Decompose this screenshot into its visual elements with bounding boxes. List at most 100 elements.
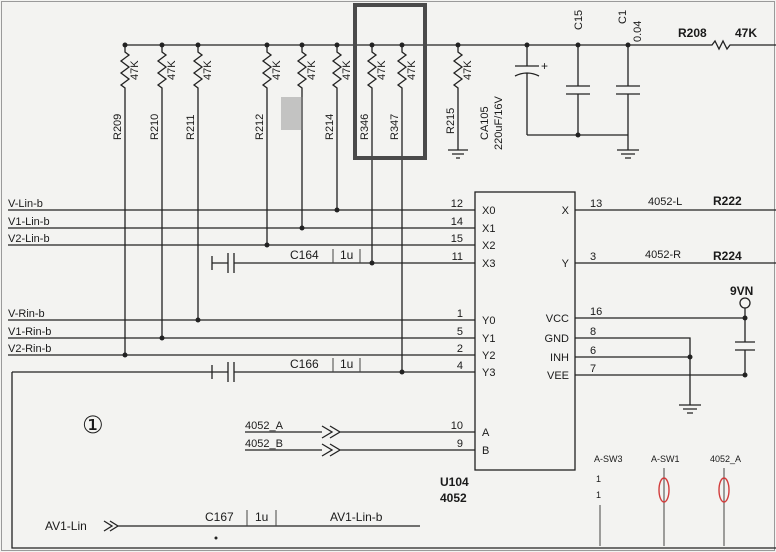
resistor-r215: 47K R215 [445, 42, 474, 159]
control-4052-b: 4052_B [245, 438, 283, 450]
ca105-ref: CA105 [479, 106, 491, 140]
pin-number-y1: 5 [457, 326, 463, 338]
left-inputs: V-Lin-b V1-Lin-b V2-Lin-b [8, 198, 475, 246]
resistor-r347: 47K R347 [389, 42, 418, 375]
power: 9VN [575, 284, 755, 414]
pin-number-gnd: 8 [590, 326, 596, 338]
resistor-value: 47K [406, 60, 418, 80]
r222-ref: R222 [713, 194, 742, 208]
resistor-symbol [261, 45, 273, 245]
resistor-ref: R215 [445, 108, 457, 134]
ground-symbol [617, 149, 639, 159]
c1-value: 0.04 [632, 21, 644, 42]
c1-symbol [616, 45, 640, 150]
c166-value: 1u [340, 357, 353, 371]
resistor-r209: 47K R209 [112, 42, 141, 358]
pin-name-x3: X3 [482, 258, 495, 270]
pin-name-y3: Y3 [482, 367, 495, 379]
junction-dot [687, 354, 693, 360]
junction-dot [524, 42, 530, 48]
resistor-value: 47K [341, 60, 353, 80]
input-v-rin-b: V-Rin-b [8, 308, 45, 320]
pin-number-inh: 6 [590, 345, 596, 357]
table-header-a-sw1: A-SW1 [651, 454, 680, 464]
pin-name-vcc: VCC [546, 313, 569, 325]
junction-dot [742, 315, 748, 321]
label-divider [332, 249, 361, 263]
ground-symbol [679, 404, 701, 414]
pin-name-x0: X0 [482, 205, 495, 217]
ca105-symbol [514, 45, 540, 135]
resistor-value: 47K [166, 60, 178, 80]
pin-name-x1: X1 [482, 223, 495, 235]
pin-number-vcc: 16 [590, 306, 602, 318]
bias-rail: R208 47K [125, 26, 776, 51]
resistor-r211: 47K R211 [185, 42, 214, 323]
pin-number-x3: 11 [452, 251, 463, 263]
resistor-symbol [452, 45, 464, 150]
r208-value: 47K [735, 26, 757, 40]
input-v-lin-b: V-Lin-b [8, 198, 43, 210]
resistor-value: 47K [376, 60, 388, 80]
r208-ref: R208 [678, 26, 707, 40]
resistor-ref: R212 [254, 114, 266, 140]
pin-name-y1: Y1 [482, 333, 495, 345]
resistor-value: 47K [462, 60, 474, 80]
highlight-box [353, 3, 427, 160]
pin-name-y2: Y2 [482, 350, 495, 362]
cap-c166: C166 1u [12, 357, 475, 382]
table-value: 1 [596, 490, 601, 500]
c1-ref: C1 [617, 10, 629, 24]
input-v1-rin-b: V1-Rin-b [8, 326, 51, 338]
pin-name-gnd: GND [545, 333, 570, 345]
switch-table: A-SW3 A-SW1 4052_A 1 1 [594, 454, 741, 546]
resistor-symbol [296, 45, 308, 228]
label-divider [332, 358, 361, 372]
c15-ref: C15 [573, 10, 585, 30]
pin-name-y0: Y0 [482, 315, 495, 327]
vcc-wire [575, 308, 755, 376]
red-annotation-mark [718, 477, 730, 503]
bias-rail-wire [125, 39, 776, 51]
capacitor-symbol [211, 253, 475, 273]
pin-number-y: 3 [590, 251, 596, 263]
resistor-symbol [192, 45, 204, 320]
resistor-r210: 47K R210 [149, 42, 178, 341]
stray-dot [214, 536, 218, 540]
pin-name-b: B [482, 445, 489, 457]
pin-number-a: 10 [451, 420, 463, 432]
table-value: 1 [596, 474, 601, 484]
input-v1-lin-b: V1-Lin-b [8, 216, 50, 228]
pin-number-vee: 7 [590, 363, 596, 375]
pin-name-inh: INH [550, 352, 569, 364]
net-4052-l: 4052-L [648, 196, 682, 208]
scan-smudge [281, 97, 303, 130]
pin-number-y3: 4 [457, 360, 463, 372]
capacitor-symbol [12, 362, 475, 382]
pin-name-a: A [482, 427, 490, 439]
resistor-ref: R211 [185, 115, 197, 140]
outputs: 4052-L R222 4052-R R224 [575, 194, 776, 264]
resistor-symbol [119, 45, 131, 355]
table-header-4052-a: 4052_A [710, 454, 741, 464]
resistor-obscured: 47K [296, 42, 318, 231]
resistor-ref: R214 [324, 114, 336, 140]
ic-body [474, 191, 576, 471]
pin-number-b: 9 [457, 438, 463, 450]
c166-ref: C166 [290, 357, 319, 371]
resistor-value: 47K [202, 60, 214, 80]
junction-dot [625, 42, 631, 48]
c164-value: 1u [340, 248, 353, 262]
pin-number-y2: 2 [457, 343, 463, 355]
av1-input: AV1-Lin C167 1u AV1-Lin-b [45, 510, 420, 540]
pin-name-vee: VEE [547, 370, 569, 382]
section-marker: ① [82, 411, 104, 439]
resistor-r214: 47K R214 [324, 42, 353, 213]
red-annotation-mark [658, 477, 670, 503]
pin-name-x2: X2 [482, 240, 495, 252]
pin-number-x1: 14 [451, 216, 463, 228]
resistor-symbol [156, 45, 168, 338]
cap-c164: C164 1u [211, 248, 475, 273]
